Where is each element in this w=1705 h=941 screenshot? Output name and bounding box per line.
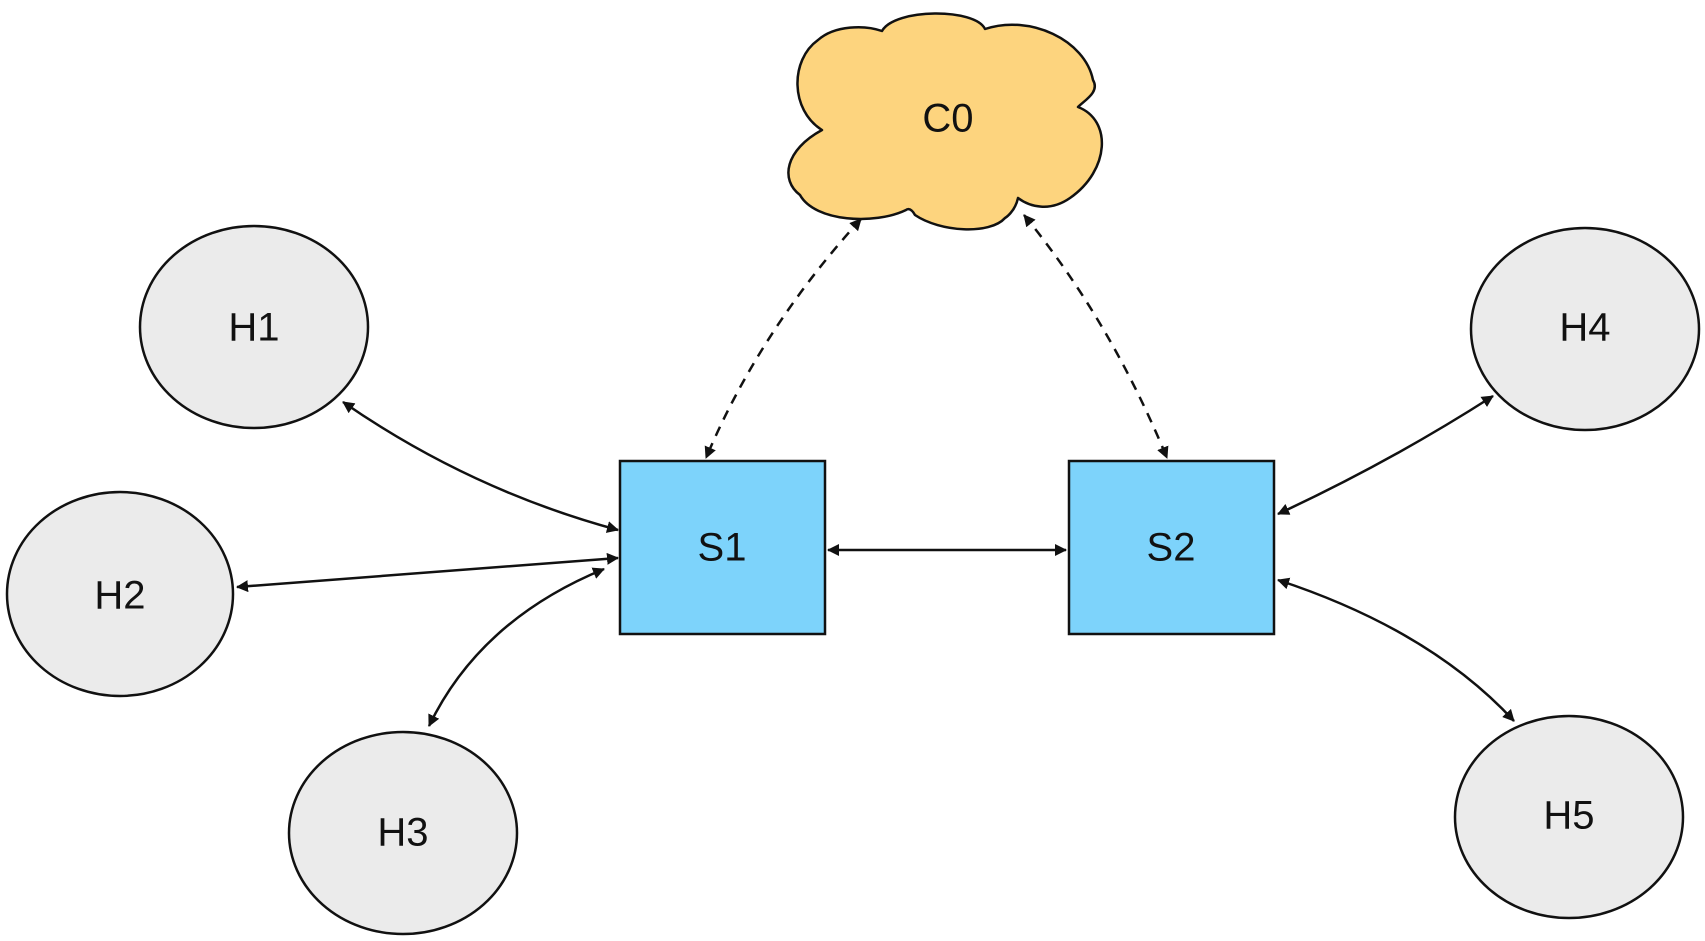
link-c0-s1 [704,218,862,459]
host-h3: H3 [287,730,519,936]
switch-label: S1 [698,526,747,570]
links [236,214,1515,727]
host-ellipse [1453,714,1685,920]
controller-label: C0 [922,97,973,141]
switch-box [618,459,827,636]
host-h2: H2 [5,490,235,698]
switch-label: S2 [1147,526,1196,570]
host-label: H3 [377,811,428,855]
host-ellipse [138,224,370,430]
host-label: H5 [1543,794,1594,838]
host-ellipse [5,490,235,698]
link-h2-s1 [236,552,619,593]
link-h3-s1 [427,567,605,727]
link-h1-s1 [342,400,619,533]
host-h4: H4 [1469,226,1701,432]
host-h1: H1 [138,224,370,430]
link-h5-s2 [1277,577,1515,722]
switch-s2: S2 [1067,459,1276,636]
host-ellipse [287,730,519,936]
switch-box [1067,459,1276,636]
host-ellipse [1469,226,1701,432]
host-label: H2 [94,574,145,618]
link-h4-s2 [1277,394,1494,516]
link-c0-s2 [1023,214,1169,459]
host-h5: H5 [1453,714,1685,920]
switch-s1: S1 [618,459,827,636]
host-label: H4 [1559,306,1610,350]
host-label: H1 [228,306,279,350]
cloud-icon [787,12,1103,231]
controller-node: C0 [787,12,1103,231]
